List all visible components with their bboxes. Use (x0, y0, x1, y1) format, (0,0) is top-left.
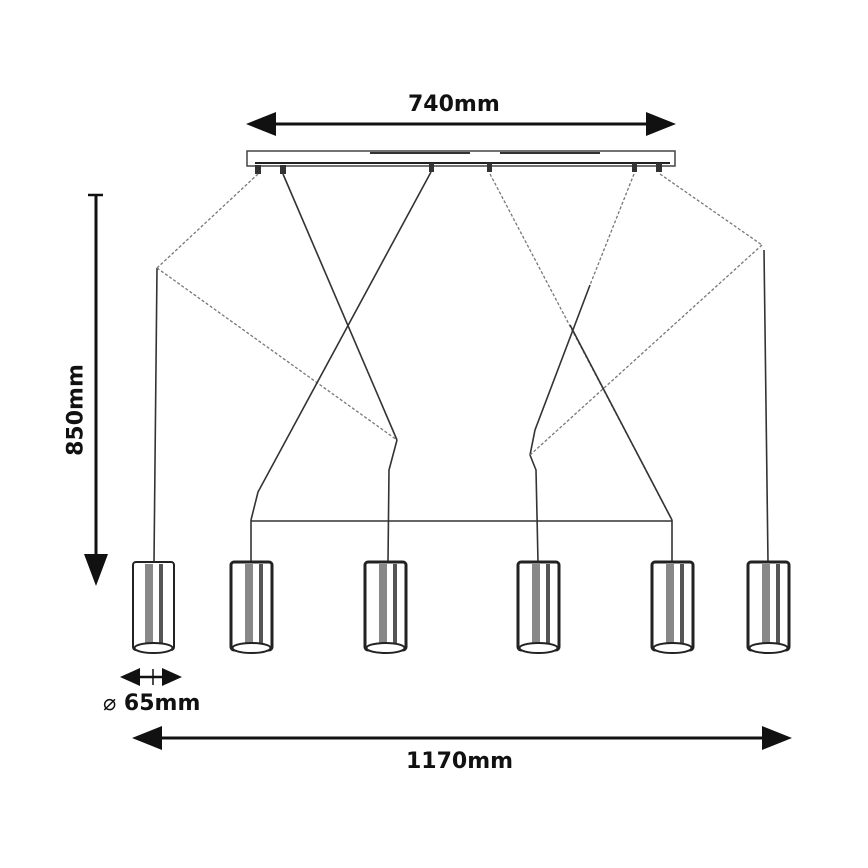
height-label: 850mm (63, 364, 89, 456)
lamp-shades (132, 560, 791, 654)
lamp-shade-2 (229, 560, 274, 654)
diameter-dimension (120, 668, 182, 686)
arrow-down-icon (84, 554, 108, 586)
arrow-left-icon (132, 726, 162, 750)
lamp-shade-6 (746, 560, 791, 654)
lamp-shade-5 (650, 560, 695, 654)
arrow-right-icon (646, 112, 676, 136)
canopy-bar (246, 150, 676, 174)
canopy-width-dimension (246, 112, 676, 136)
height-dimension (84, 193, 108, 586)
canopy-width-label: 740mm (408, 92, 500, 117)
suspension-wires (153, 171, 769, 563)
total-width-dimension (132, 726, 792, 750)
arrow-right-icon (762, 726, 792, 750)
lamp-shade-3 (363, 560, 408, 654)
lamp-shade-1 (132, 561, 175, 654)
lamp-shade-4 (516, 560, 561, 654)
diameter-symbol: ⌀ (103, 691, 117, 716)
diameter-value: 65mm (123, 691, 201, 716)
diameter-label: ⌀ 65mm (103, 691, 200, 716)
total-width-label: 1170mm (406, 749, 514, 774)
arrow-left-icon (246, 112, 276, 136)
